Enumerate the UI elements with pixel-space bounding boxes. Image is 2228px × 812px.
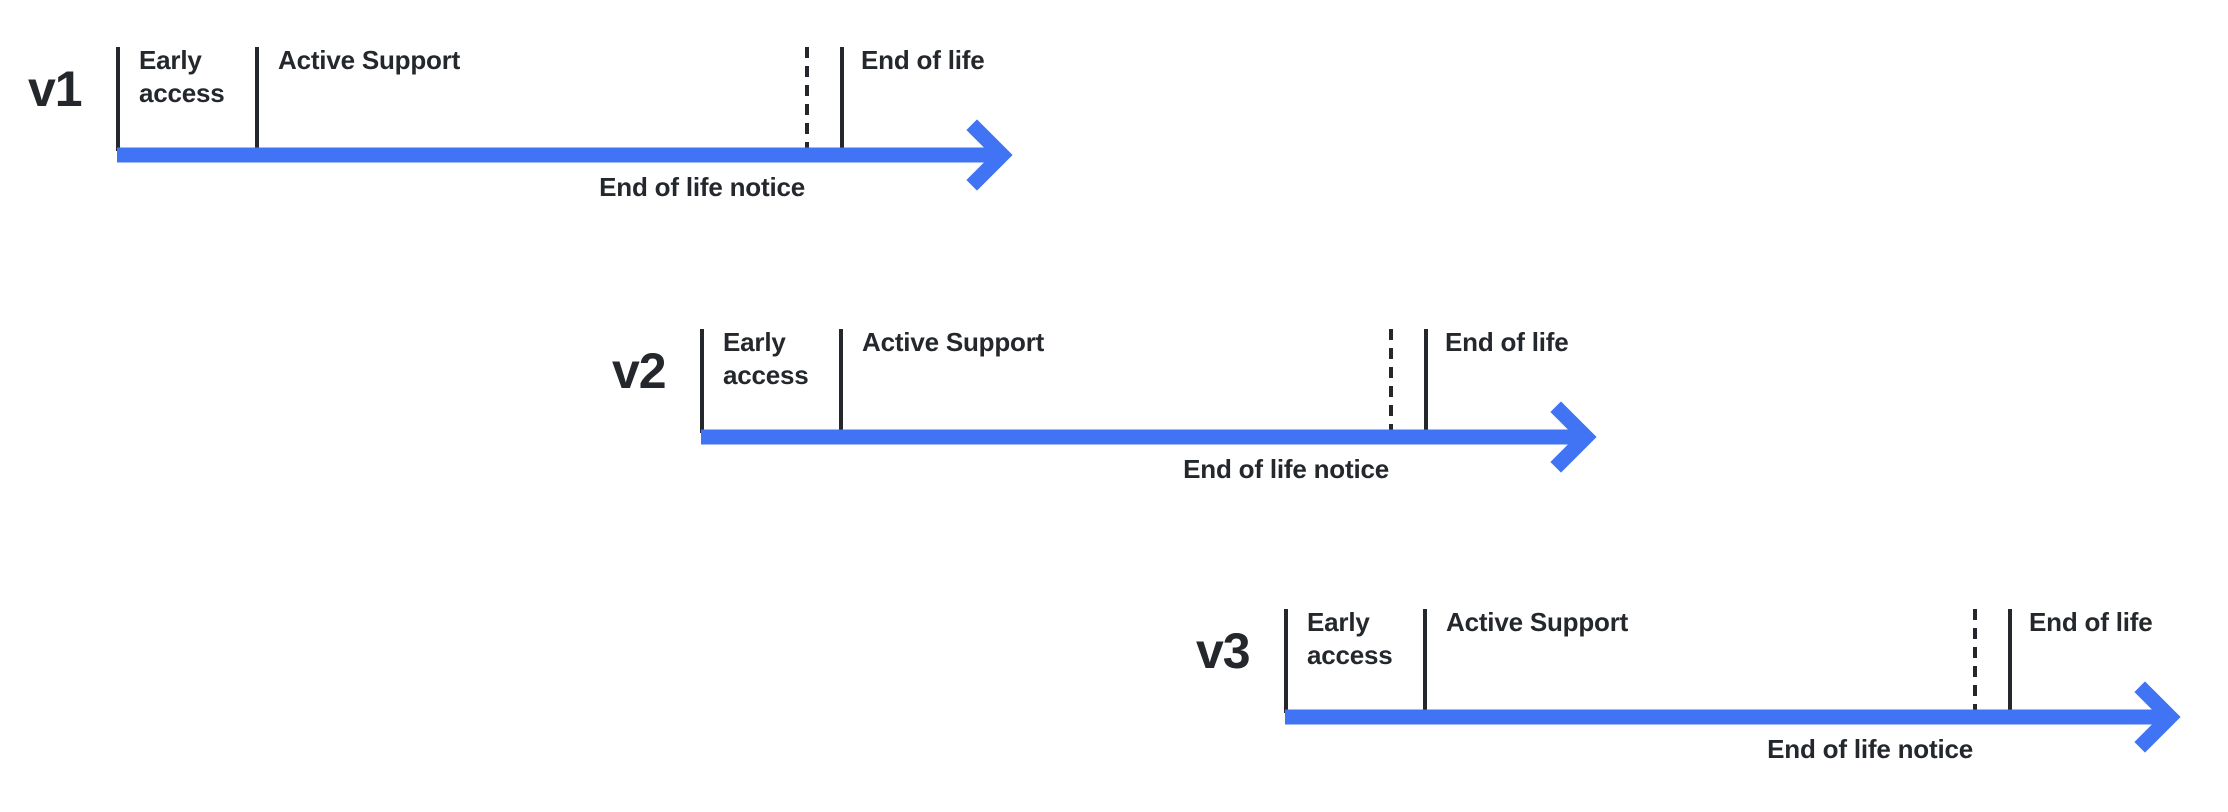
- end-of-life-tick: [2008, 609, 2012, 713]
- early-access-label: Early access: [723, 327, 809, 390]
- timeline-arrow-icon: [701, 401, 1597, 473]
- active-support-label: Active Support: [278, 45, 461, 75]
- end-of-life-tick: [1424, 329, 1428, 433]
- early-access-label: Early access: [139, 45, 225, 108]
- end-of-life-notice-label: End of life notice: [599, 172, 805, 202]
- active-support-start-tick: [255, 47, 259, 151]
- timeline-arrow-icon: [117, 119, 1013, 191]
- version-label: v2: [612, 343, 667, 399]
- end-of-life-tick: [840, 47, 844, 151]
- end-of-life-label: End of life: [2029, 607, 2153, 637]
- active-support-label: Active Support: [1446, 607, 1629, 637]
- version-label: v3: [1196, 623, 1251, 679]
- eol-notice-dashed-tick: [1389, 329, 1393, 433]
- eol-notice-dashed-tick: [805, 47, 809, 151]
- active-support-start-tick: [1423, 609, 1427, 713]
- early-access-start-tick: [1284, 609, 1288, 713]
- timeline-row-v1: v1 Early access Active Support End of li…: [0, 0, 1060, 215]
- early-access-start-tick: [116, 47, 120, 151]
- end-of-life-label: End of life: [861, 45, 985, 75]
- timeline-row-v3: v3 Early access Active Support End of li…: [1168, 562, 2228, 777]
- early-access-start-tick: [700, 329, 704, 433]
- version-label: v1: [28, 61, 83, 117]
- end-of-life-notice-label: End of life notice: [1767, 734, 1973, 764]
- active-support-label: Active Support: [862, 327, 1045, 357]
- active-support-start-tick: [839, 329, 843, 433]
- timeline-arrow-icon: [1285, 681, 2181, 753]
- early-access-label: Early access: [1307, 607, 1393, 670]
- end-of-life-label: End of life: [1445, 327, 1569, 357]
- eol-notice-dashed-tick: [1973, 609, 1977, 713]
- timeline-row-v2: v2 Early access Active Support End of li…: [584, 282, 1644, 497]
- end-of-life-notice-label: End of life notice: [1183, 454, 1389, 484]
